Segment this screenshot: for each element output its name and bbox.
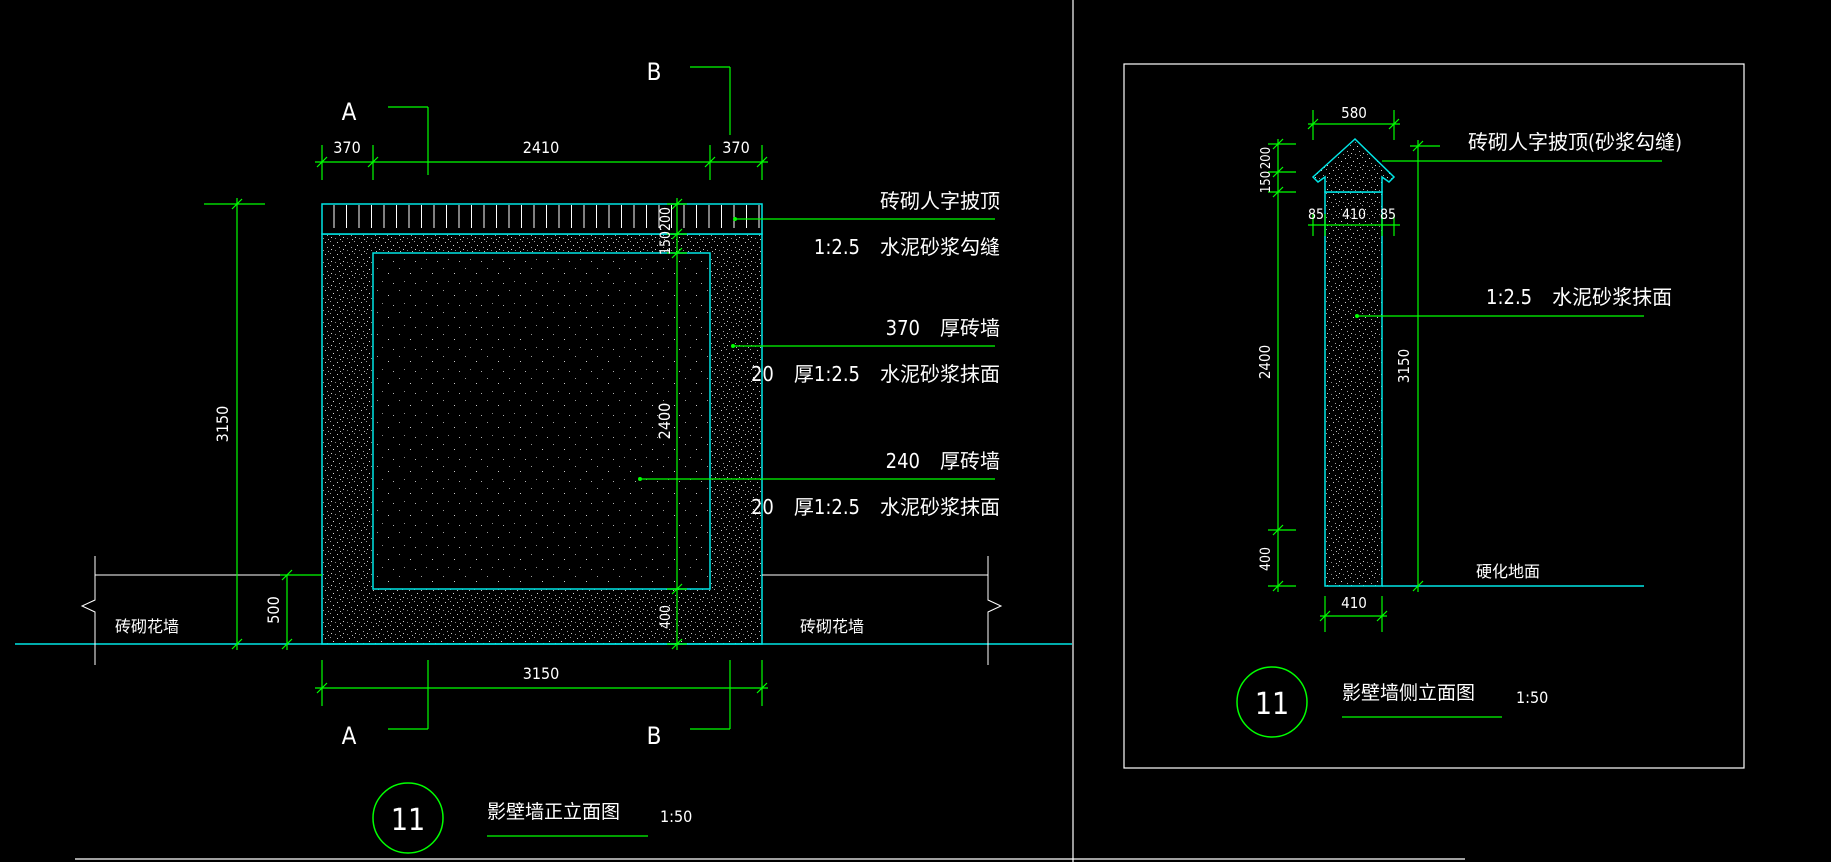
note-240-line1: 240 厚砖墙 <box>886 449 1000 473</box>
side-dim-85-left: 85 <box>1308 207 1324 223</box>
side-total-height-dimension <box>1410 140 1440 592</box>
side-leaders <box>1357 160 1662 317</box>
side-note-plaster: 1:2.5 水泥砂浆抹面 <box>1486 285 1672 309</box>
right-fence-label: 砖砌花墙 <box>800 617 864 636</box>
section-b-label-bottom: B <box>647 722 662 750</box>
side-note-cap: 砖砌人字披顶(砂浆勾缝) <box>1468 130 1682 154</box>
right-break-line <box>987 556 1003 665</box>
side-dim-2400: 2400 <box>1256 345 1274 379</box>
leader-dot-cap <box>733 217 737 221</box>
side-note-ground: 硬化地面 <box>1476 562 1540 581</box>
dim-top-left: 370 <box>333 138 360 157</box>
front-wall-inner-panel <box>372 252 711 590</box>
side-leader-dot-plaster <box>1355 314 1359 318</box>
side-elevation: 580 85 410 85 200 150 2400 4 <box>1123 63 1745 769</box>
side-title-circle <box>1236 666 1308 738</box>
dim-fence-height: 500 <box>264 596 283 623</box>
note-240-line2: 20 厚1:2.5 水泥砂浆抹面 <box>751 495 1000 519</box>
dim-top-mid: 2410 <box>523 138 560 157</box>
side-gable-cap <box>1311 137 1396 193</box>
front-cap <box>321 203 763 235</box>
side-base-dimension <box>1319 596 1388 632</box>
front-inner-vertical-dimension <box>667 198 687 650</box>
side-dim-85-right: 85 <box>1380 207 1396 223</box>
side-dim-200: 200 <box>1259 147 1274 169</box>
note-370-line1: 370 厚砖墙 <box>886 316 1000 340</box>
cap-hatch <box>333 205 760 228</box>
leader-dot-370 <box>731 344 735 348</box>
front-total-height-dimension <box>204 198 322 650</box>
left-fence-label: 砖砌花墙 <box>115 617 179 636</box>
note-cap-line1: 砖砌人字披顶 <box>880 189 1000 213</box>
front-elevation: A B A B 370 2410 370 <box>15 58 1072 854</box>
leader-dot-240 <box>638 477 642 481</box>
dim-top-right: 370 <box>722 138 749 157</box>
front-title-number: 11 <box>391 803 425 838</box>
dim-bottom-width: 3150 <box>523 664 560 683</box>
side-dim-410-base: 410 <box>1341 594 1367 612</box>
left-break-line <box>80 556 96 665</box>
side-title-number: 11 <box>1255 687 1289 722</box>
front-bottom-dimension <box>315 660 768 706</box>
side-wall-body <box>1324 191 1383 587</box>
note-370-line2: 20 厚1:2.5 水泥砂浆抹面 <box>751 362 1000 386</box>
front-title-name: 影壁墙正立面图 <box>487 801 620 823</box>
side-title-scale: 1:50 <box>1516 688 1548 707</box>
side-offset-dimension <box>1308 214 1400 236</box>
front-top-dimension <box>315 145 768 180</box>
section-a-label-top: A <box>342 98 357 126</box>
section-b-label-top: B <box>647 58 662 86</box>
dim-inner-2400: 2400 <box>655 403 674 440</box>
front-title-circle <box>372 782 444 854</box>
section-a-label-bottom: A <box>342 722 357 750</box>
front-title-scale: 1:50 <box>660 807 692 826</box>
front-leaders <box>640 218 995 480</box>
side-left-vertical-dimension <box>1268 138 1296 592</box>
dim-total-height: 3150 <box>213 406 232 443</box>
side-dim-3150: 3150 <box>1395 349 1413 383</box>
side-dim-400: 400 <box>1258 547 1274 571</box>
side-top-dimension <box>1307 110 1400 140</box>
dim-base-400: 400 <box>658 605 674 629</box>
side-dim-150: 150 <box>1259 171 1274 193</box>
side-frame <box>1123 63 1745 769</box>
side-title-name: 影壁墙侧立面图 <box>1342 682 1475 704</box>
side-dim-410-mid: 410 <box>1342 207 1366 223</box>
side-dim-580: 580 <box>1341 104 1367 122</box>
dim-border-150: 150 <box>658 231 674 255</box>
note-cap-line2: 1:2.5 水泥砂浆勾缝 <box>814 235 1000 259</box>
dim-cap-200: 200 <box>658 207 674 231</box>
